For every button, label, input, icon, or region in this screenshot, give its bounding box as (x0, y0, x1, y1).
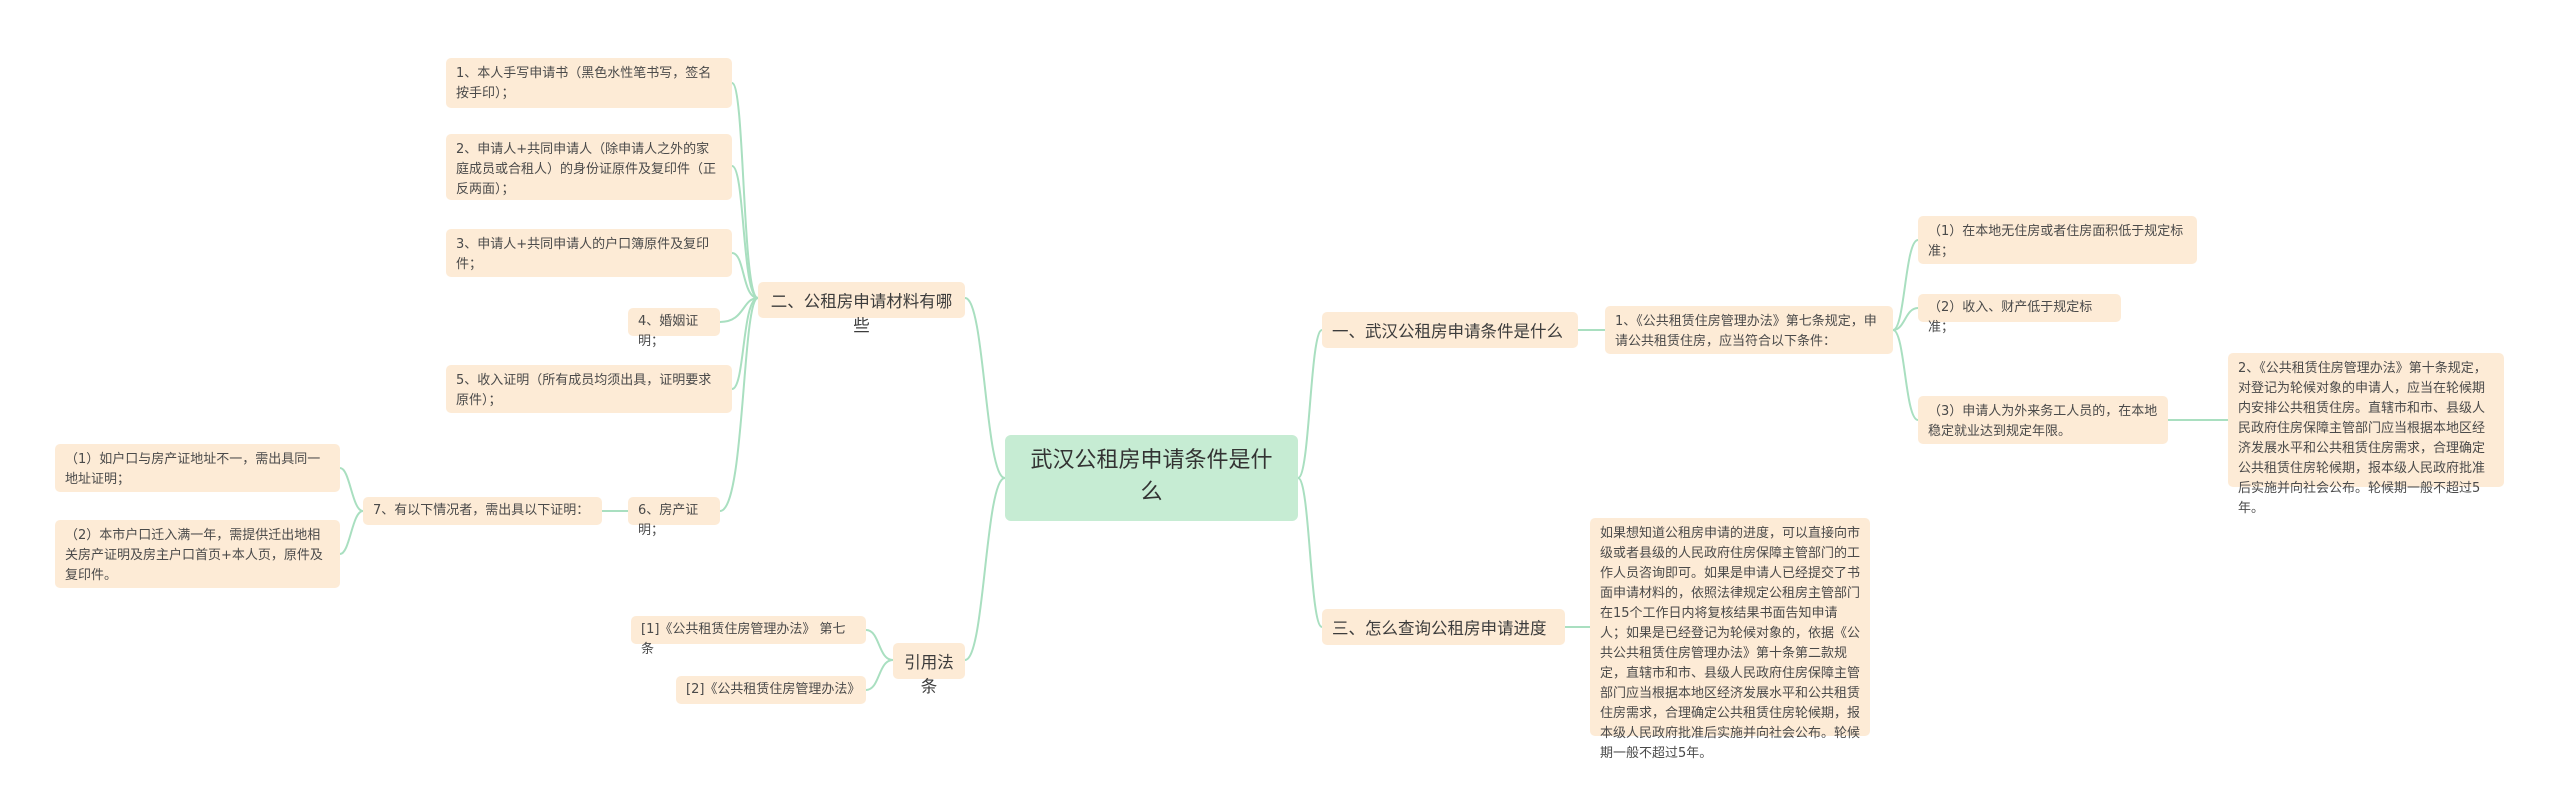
topic-conditions[interactable]: 一、武汉公租房申请条件是什么 (1322, 312, 1578, 348)
topic-materials[interactable]: 二、公租房申请材料有哪些 (758, 282, 965, 335)
link-child-2 (1892, 307, 1919, 331)
link-root-law (964, 477, 1006, 661)
progress-text[interactable]: 如果想知道公租房申请的进度，可以直接向市级或者县级的人民政府住房保障主管部门的工… (1590, 518, 1870, 761)
link-mat-4 (719, 297, 759, 323)
material-item-1[interactable]: 1、本人手写申请书（黑色水性笔书写，签名按手印）； (446, 58, 732, 108)
link-7-1 (339, 467, 364, 512)
condition-rule-7[interactable]: 1、《公共租赁住房管理办法》第七条规定，申请公共租赁住房，应当符合以下条件： (1605, 306, 1893, 354)
material-item-4[interactable]: 4、婚姻证明； (628, 308, 720, 349)
link-mat-1 (731, 82, 759, 299)
condition-item-2[interactable]: （2）收入、财产低于规定标准； (1918, 294, 2121, 335)
link-mat-2 (731, 165, 759, 299)
condition-item-1[interactable]: （1）在本地无住房或者住房面积低于规定标准； (1918, 216, 2197, 264)
topic-law[interactable]: 引用法条 (893, 643, 965, 696)
root-topic[interactable]: 武汉公租房申请条件是什么 (1005, 435, 1298, 521)
link-child-1 (1892, 239, 1919, 331)
material-item-2[interactable]: 2、申请人+共同申请人（除申请人之外的家庭成员或合租人）的身份证原件及复印件（正… (446, 134, 732, 200)
material-item-7[interactable]: 7、有以下情况者，需出具以下证明： (363, 497, 602, 525)
topic-progress[interactable]: 三、怎么查询公租房申请进度 (1322, 609, 1565, 645)
law-item-2[interactable]: [2]《公共租赁住房管理办法》 (676, 676, 866, 704)
link-root-progress (1297, 477, 1323, 628)
link-mat-5 (731, 297, 759, 390)
link-7-2 (339, 510, 364, 555)
material-item-5[interactable]: 5、收入证明（所有成员均须出具，证明要求原件）； (446, 365, 732, 413)
law-item-1[interactable]: [1]《公共租赁住房管理办法》 第七条 (631, 616, 866, 657)
material-7-sub-1[interactable]: （1）如户口与房产证地址不一，需出具同一地址证明； (55, 444, 340, 492)
link-root-materials (964, 297, 1006, 479)
condition-rule-10[interactable]: 2、《公共租赁住房管理办法》第十条规定，对登记为轮候对象的申请人，应当在轮候期内… (2228, 353, 2504, 516)
link-law-2 (865, 659, 894, 691)
link-mat-3 (731, 252, 759, 299)
link-child-3 (1892, 329, 1919, 421)
material-item-3[interactable]: 3、申请人+共同申请人的户口簿原件及复印件； (446, 229, 732, 277)
condition-item-3[interactable]: （3）申请人为外来务工人员的，在本地稳定就业达到规定年限。 (1918, 396, 2168, 444)
link-root-conditions (1297, 329, 1323, 479)
material-item-6[interactable]: 6、房产证明； (628, 497, 720, 538)
link-law-1 (865, 629, 894, 661)
material-7-sub-2[interactable]: （2）本市户口迁入满一年，需提供迁出地相关房产证明及房主户口首页+本人页，原件及… (55, 520, 340, 588)
